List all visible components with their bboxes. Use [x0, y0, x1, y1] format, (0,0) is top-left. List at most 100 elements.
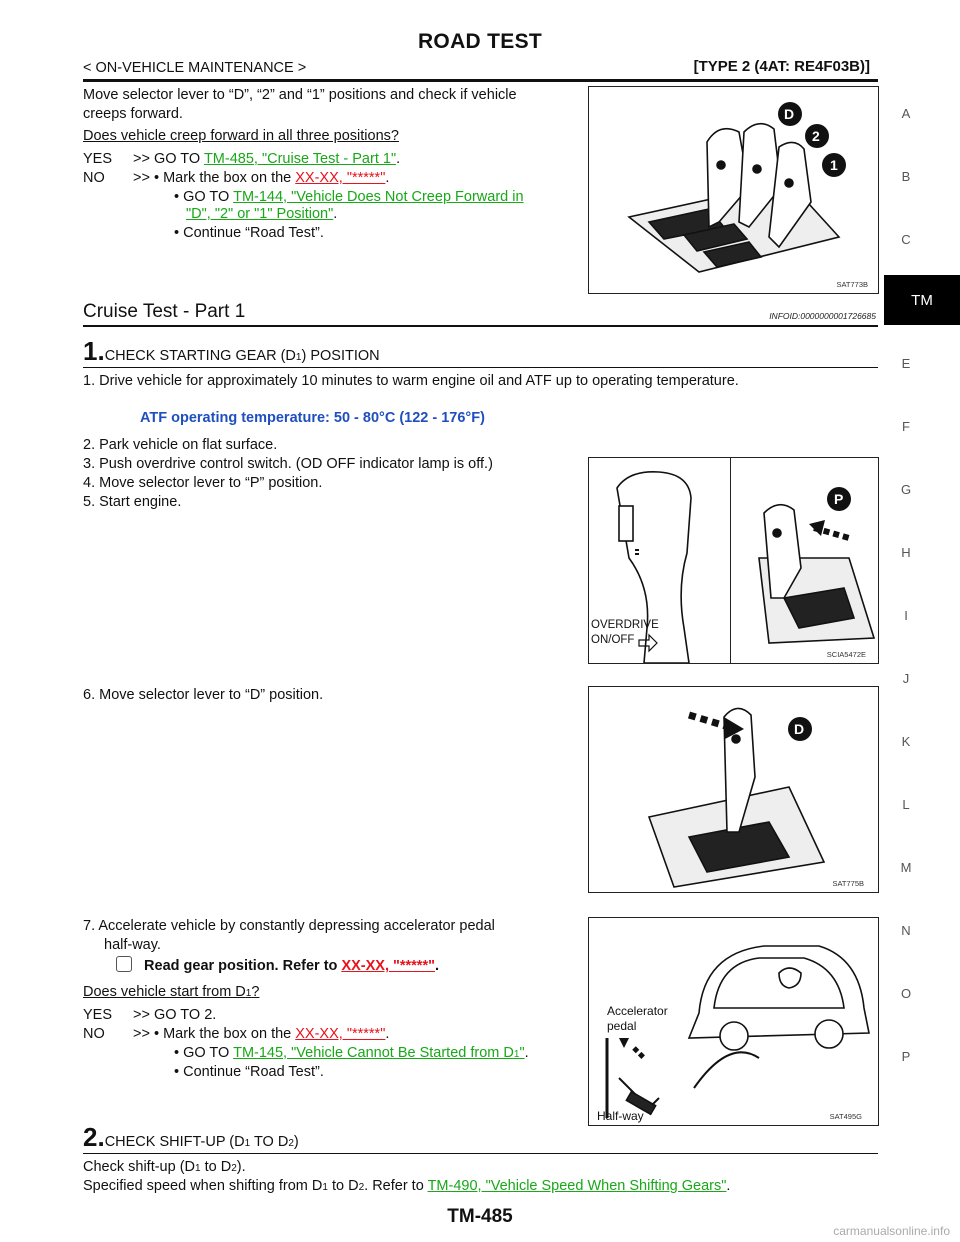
link-tm-144-a[interactable]: TM-144, "Vehicle Does Not Creep Forward … — [233, 189, 524, 205]
badge-p — [827, 487, 851, 511]
section-rule — [83, 325, 878, 327]
intro-line1: Move selector lever to “D”, “2” and “1” … — [83, 87, 517, 103]
intro-line2: creeps forward. — [83, 106, 183, 122]
side-tab-i[interactable]: I — [904, 608, 908, 623]
intro-no-row2: • GO TO TM-144, "Vehicle Does Not Creep … — [174, 188, 524, 207]
side-tab-l[interactable]: L — [902, 797, 910, 812]
pedal-label: pedal — [607, 1019, 637, 1033]
step1-question: Does vehicle start from D1? — [83, 984, 260, 1000]
figure-id: SAT773B — [836, 280, 868, 289]
selector-d-illustration — [647, 707, 826, 888]
tool-icon — [116, 956, 132, 972]
step1-number: 1. — [83, 336, 105, 366]
arrow-right-icon — [638, 633, 658, 653]
fig1-label-1: 1 — [830, 157, 838, 173]
side-tab-c[interactable]: C — [901, 232, 911, 247]
intro-question: Does vehicle creep forward in all three … — [83, 128, 399, 144]
step1-no-text3: • Continue “Road Test”. — [174, 1064, 324, 1080]
intro-no-label: NO — [83, 170, 105, 186]
page-title: ROAD TEST — [417, 30, 543, 53]
side-tab-p[interactable]: P — [901, 1049, 911, 1064]
step1-rule — [83, 367, 878, 368]
step1-item5: 5. Start engine. — [83, 494, 182, 510]
link-tm-144-b[interactable]: "D", "2" or "1" Position" — [186, 206, 334, 222]
figure-id: SAT495G — [829, 1112, 862, 1121]
badge-d — [778, 102, 802, 126]
link-tm-145[interactable]: TM-145, "Vehicle Cannot Be Started from … — [233, 1045, 525, 1061]
step1-item7b: half-way. — [104, 937, 161, 953]
step1-item2: 2. Park vehicle on flat surface. — [83, 437, 278, 453]
step1-item7a: 7. Accelerate vehicle by constantly depr… — [83, 918, 495, 934]
side-tab-n[interactable]: N — [901, 923, 911, 938]
badge-1 — [822, 153, 846, 177]
badge-d — [788, 717, 812, 741]
overdrive-illustration — [616, 471, 876, 664]
overdrive-label: OVERDRIVE — [591, 619, 659, 631]
fig1-label-d: D — [784, 106, 795, 122]
fig3-label-d: D — [794, 721, 805, 737]
link-cruise-test[interactable]: TM-485, "Cruise Test - Part 1" — [203, 151, 397, 167]
section-title: Cruise Test - Part 1 — [83, 301, 246, 322]
link-xx-xx-3[interactable]: XX-XX, "*****" — [295, 1026, 386, 1042]
step1-item4: 4. Move selector lever to “P” position. — [83, 475, 323, 491]
intro-no-row3: "D", "2" or "1" Position". — [186, 206, 338, 222]
intro-no-row1: >> • Mark the box on the XX-XX, "*****". — [133, 170, 390, 186]
figure-id: SCIA5472E — [826, 650, 866, 659]
step1-yes-label: YES — [83, 1007, 113, 1023]
step2-line1: Check shift-up (D1 to D2). — [83, 1159, 246, 1175]
link-xx-xx-1[interactable]: XX-XX, "*****" — [295, 170, 386, 186]
step2-rule — [83, 1153, 878, 1154]
badge-2 — [805, 124, 829, 148]
figure-selector-positions: D 2 1 SAT773B — [588, 86, 879, 294]
accelerator-label: Accelerator — [607, 1004, 668, 1018]
side-tab-g[interactable]: G — [900, 482, 912, 497]
side-tab-e[interactable]: E — [901, 356, 911, 371]
header-rule — [83, 79, 878, 82]
overdrive-onoff-label: ON/OFF — [591, 634, 635, 646]
page-number: TM-485 — [447, 1206, 513, 1227]
step1-title: CHECK STARTING GEAR (D1) POSITION — [104, 348, 380, 364]
step1-no-row2: • GO TO TM-145, "Vehicle Cannot Be Start… — [174, 1045, 529, 1061]
figure-accelerator-pedal: Accelerator pedal Half-way SAT495G — [588, 917, 879, 1126]
step2-number: 2. — [83, 1122, 105, 1152]
info-id: INFOID:0000000001726685 — [769, 311, 876, 321]
side-tab-k[interactable]: K — [901, 734, 911, 749]
side-tab-m[interactable]: M — [900, 860, 912, 875]
step2-heading: 2.CHECK SHIFT-UP (D1 TO D2) — [83, 1122, 299, 1153]
intro-no-text1: >> • Mark the box on the — [133, 170, 292, 186]
step1-item6: 6. Move selector lever to “D” position. — [83, 687, 324, 703]
intro-yes-row: >> GO TO TM-485, "Cruise Test - Part 1". — [133, 151, 401, 167]
header-category: < ON-VEHICLE MAINTENANCE > — [83, 60, 307, 76]
header-type: [TYPE 2 (4AT: RE4F03B)] — [693, 58, 870, 75]
intro-no-text3: • Continue “Road Test”. — [174, 225, 324, 241]
intro-yes-label: YES — [83, 151, 113, 167]
halfway-label: Half-way — [597, 1109, 644, 1123]
step1-item1: 1. Drive vehicle for approximately 10 mi… — [83, 373, 739, 389]
intro-yes-text: >> GO TO — [133, 151, 201, 167]
figure-id: SAT775B — [832, 879, 864, 888]
step1-yes-text: >> GO TO 2. — [133, 1007, 217, 1023]
intro-no-text2: • GO TO — [174, 189, 230, 205]
read-gear-note: Read gear position. Refer to XX-XX, "***… — [116, 956, 439, 974]
step2-line2: Specified speed when shifting from D1 to… — [83, 1178, 731, 1194]
fig2-label-p: P — [834, 491, 844, 507]
side-tab-j[interactable]: J — [902, 671, 910, 686]
side-tab-h[interactable]: H — [901, 545, 911, 560]
side-tab-b[interactable]: B — [901, 169, 911, 184]
step1-item3: 3. Push overdrive control switch. (OD OF… — [83, 456, 493, 472]
atf-temperature-spec: ATF operating temperature: 50 - 80°C (12… — [140, 410, 485, 426]
link-xx-xx-2[interactable]: XX-XX, "*****" — [341, 958, 435, 974]
step2-title: CHECK SHIFT-UP (D1 TO D2) — [104, 1134, 299, 1150]
side-tab-f[interactable]: F — [902, 419, 910, 434]
accelerator-illustration — [605, 945, 870, 1118]
figure-overdrive-switch: P OVERDRIVE ON/OFF SCIA5472E — [588, 457, 879, 664]
side-tab-o[interactable]: O — [900, 986, 912, 1001]
link-tm-490[interactable]: TM-490, "Vehicle Speed When Shifting Gea… — [427, 1178, 727, 1194]
figure-selector-d: D SAT775B — [588, 686, 879, 893]
selector-lever-illustration — [627, 102, 846, 273]
step1-no-row1: >> • Mark the box on the XX-XX, "*****". — [133, 1026, 390, 1042]
side-tab-a[interactable]: A — [901, 106, 911, 121]
watermark: carmanualsonline.info — [833, 1224, 950, 1238]
side-tab-tm[interactable]: TM — [884, 275, 960, 325]
fig1-label-2: 2 — [812, 128, 820, 144]
